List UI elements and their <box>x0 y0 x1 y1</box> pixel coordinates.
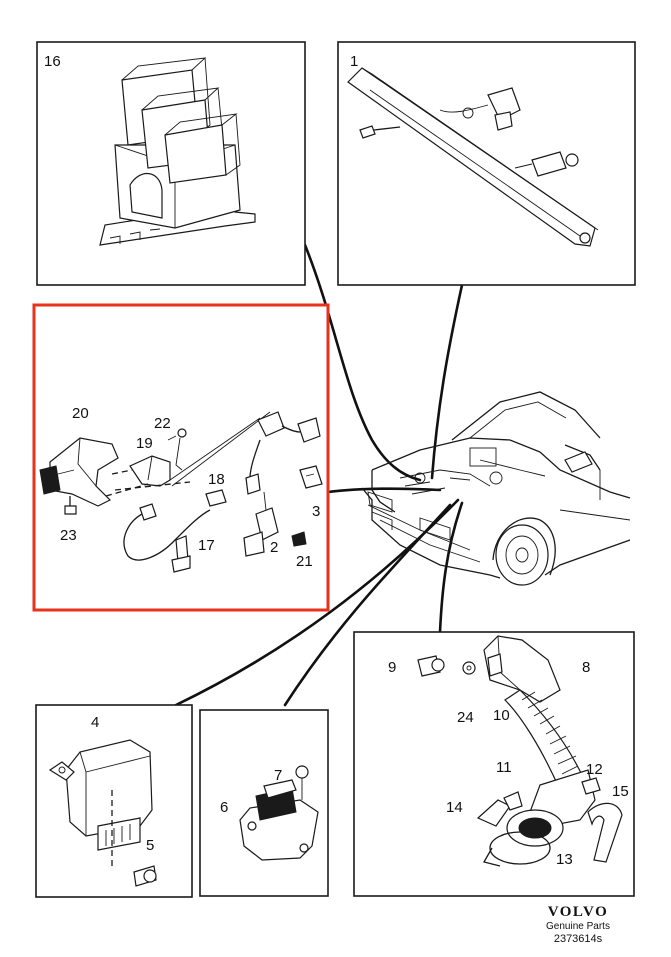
panel-1: 1 <box>337 41 636 286</box>
callout-7: 7 <box>274 767 282 784</box>
callout-15: 15 <box>612 783 629 800</box>
callout-17: 17 <box>198 537 215 554</box>
callout-5: 5 <box>146 837 154 854</box>
callout-1: 1 <box>350 53 358 70</box>
callout-4: 4 <box>91 714 99 731</box>
car-illustration <box>361 391 631 586</box>
callout-19: 19 <box>136 435 153 452</box>
callout-18: 18 <box>208 471 225 488</box>
panel-8: 9 8 24 10 11 12 15 14 13 <box>353 631 635 897</box>
volvo-branding: VOLVO Genuine Parts 2373614s <box>528 904 628 946</box>
control-unit-drawing <box>48 739 157 887</box>
callout-12: 12 <box>586 761 603 778</box>
harness-rail-drawing <box>347 67 599 247</box>
sensor-group-drawing <box>39 411 323 573</box>
callout-11: 11 <box>496 759 512 776</box>
callout-22: 22 <box>154 415 171 432</box>
callout-23: 23 <box>60 527 77 544</box>
callout-2: 2 <box>270 539 278 556</box>
relay-holder-drawing <box>99 57 256 246</box>
sensor-module-drawing <box>239 765 319 861</box>
callout-13: 13 <box>556 851 573 868</box>
callout-6: 6 <box>220 799 228 816</box>
panel-4: 4 5 <box>35 704 193 898</box>
volvo-logo: VOLVO <box>547 904 609 920</box>
callout-8: 8 <box>582 659 590 676</box>
air-intake-drawing <box>417 635 623 867</box>
callout-21: 21 <box>296 553 313 570</box>
leader-lines <box>174 243 464 707</box>
callout-14: 14 <box>446 799 463 816</box>
genuine-parts-label: Genuine Parts <box>546 921 610 932</box>
panel-sensor-group: 20 22 19 18 3 23 17 2 21 <box>32 303 330 612</box>
callout-16: 16 <box>44 53 61 70</box>
callout-24: 24 <box>457 709 474 726</box>
callout-9: 9 <box>388 659 396 676</box>
diagram-code: 2373614s <box>553 933 603 945</box>
callout-20: 20 <box>72 405 89 422</box>
callout-3: 3 <box>312 503 320 520</box>
callout-10: 10 <box>493 707 510 724</box>
panel-16: 16 <box>36 41 306 286</box>
panel-6: 7 6 <box>199 709 329 897</box>
